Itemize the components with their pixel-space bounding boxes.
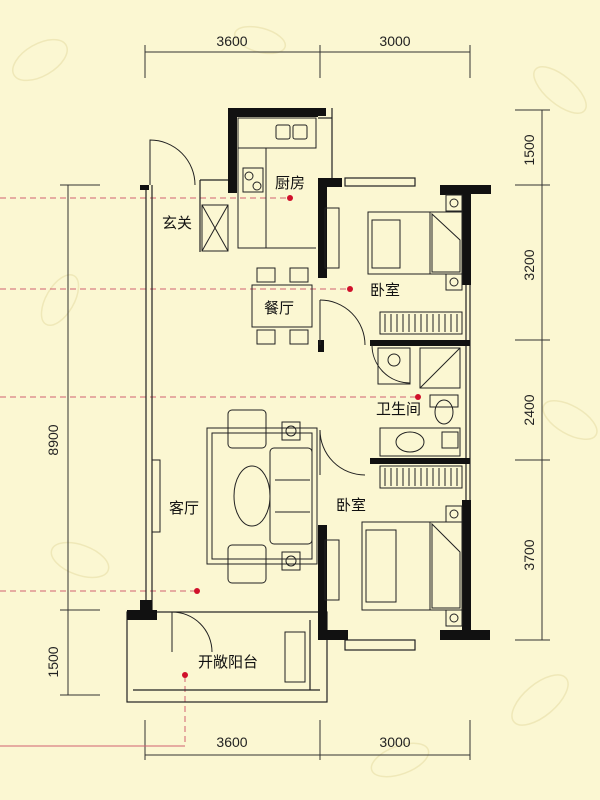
wardrobe-top (379, 311, 463, 335)
room-label-balcony: 开敞阳台 (198, 653, 258, 671)
room-label-dining: 餐厅 (264, 299, 294, 317)
room-label-bedroom-top: 卧室 (370, 281, 400, 299)
dim-right-2: 3200 (521, 249, 537, 280)
room-label-bedroom-bottom: 卧室 (336, 496, 366, 514)
dim-right-4: 3700 (521, 539, 537, 570)
walls (127, 108, 491, 640)
dim-top-left: 3600 (216, 33, 247, 49)
kitchen-counter (237, 117, 317, 249)
dim-bottom-left: 3600 (216, 734, 247, 750)
background-leaves (12, 25, 598, 778)
bedroom-bottom-furniture (324, 505, 463, 627)
bedroom-top-furniture (324, 194, 463, 291)
interior-doors (171, 299, 411, 653)
entrance-door (149, 139, 196, 186)
dim-top-right: 3000 (379, 33, 410, 49)
guide-dashes (0, 197, 418, 747)
dimension-lines (60, 45, 550, 760)
dim-left-main: 8900 (45, 424, 61, 455)
balcony-shelf (284, 631, 306, 683)
bathroom-fixtures (377, 347, 461, 457)
dim-bottom-right: 3000 (379, 734, 410, 750)
room-label-kitchen: 厨房 (275, 174, 305, 192)
living-room-furniture (151, 409, 318, 584)
room-label-bathroom: 卫生间 (376, 400, 421, 418)
dim-left-balcony: 1500 (45, 646, 61, 677)
entrance-cabinet (201, 204, 229, 252)
wardrobe-bottom (379, 465, 463, 489)
room-label-living: 客厅 (169, 499, 199, 517)
dim-right-1: 1500 (521, 134, 537, 165)
wardrobe-hangers-bottom (384, 468, 458, 486)
wardrobe-hangers-top (384, 314, 458, 332)
room-label-entrance: 玄关 (162, 214, 192, 232)
dim-right-3: 2400 (521, 394, 537, 425)
position-markers (182, 195, 421, 678)
dining-table (251, 267, 313, 345)
